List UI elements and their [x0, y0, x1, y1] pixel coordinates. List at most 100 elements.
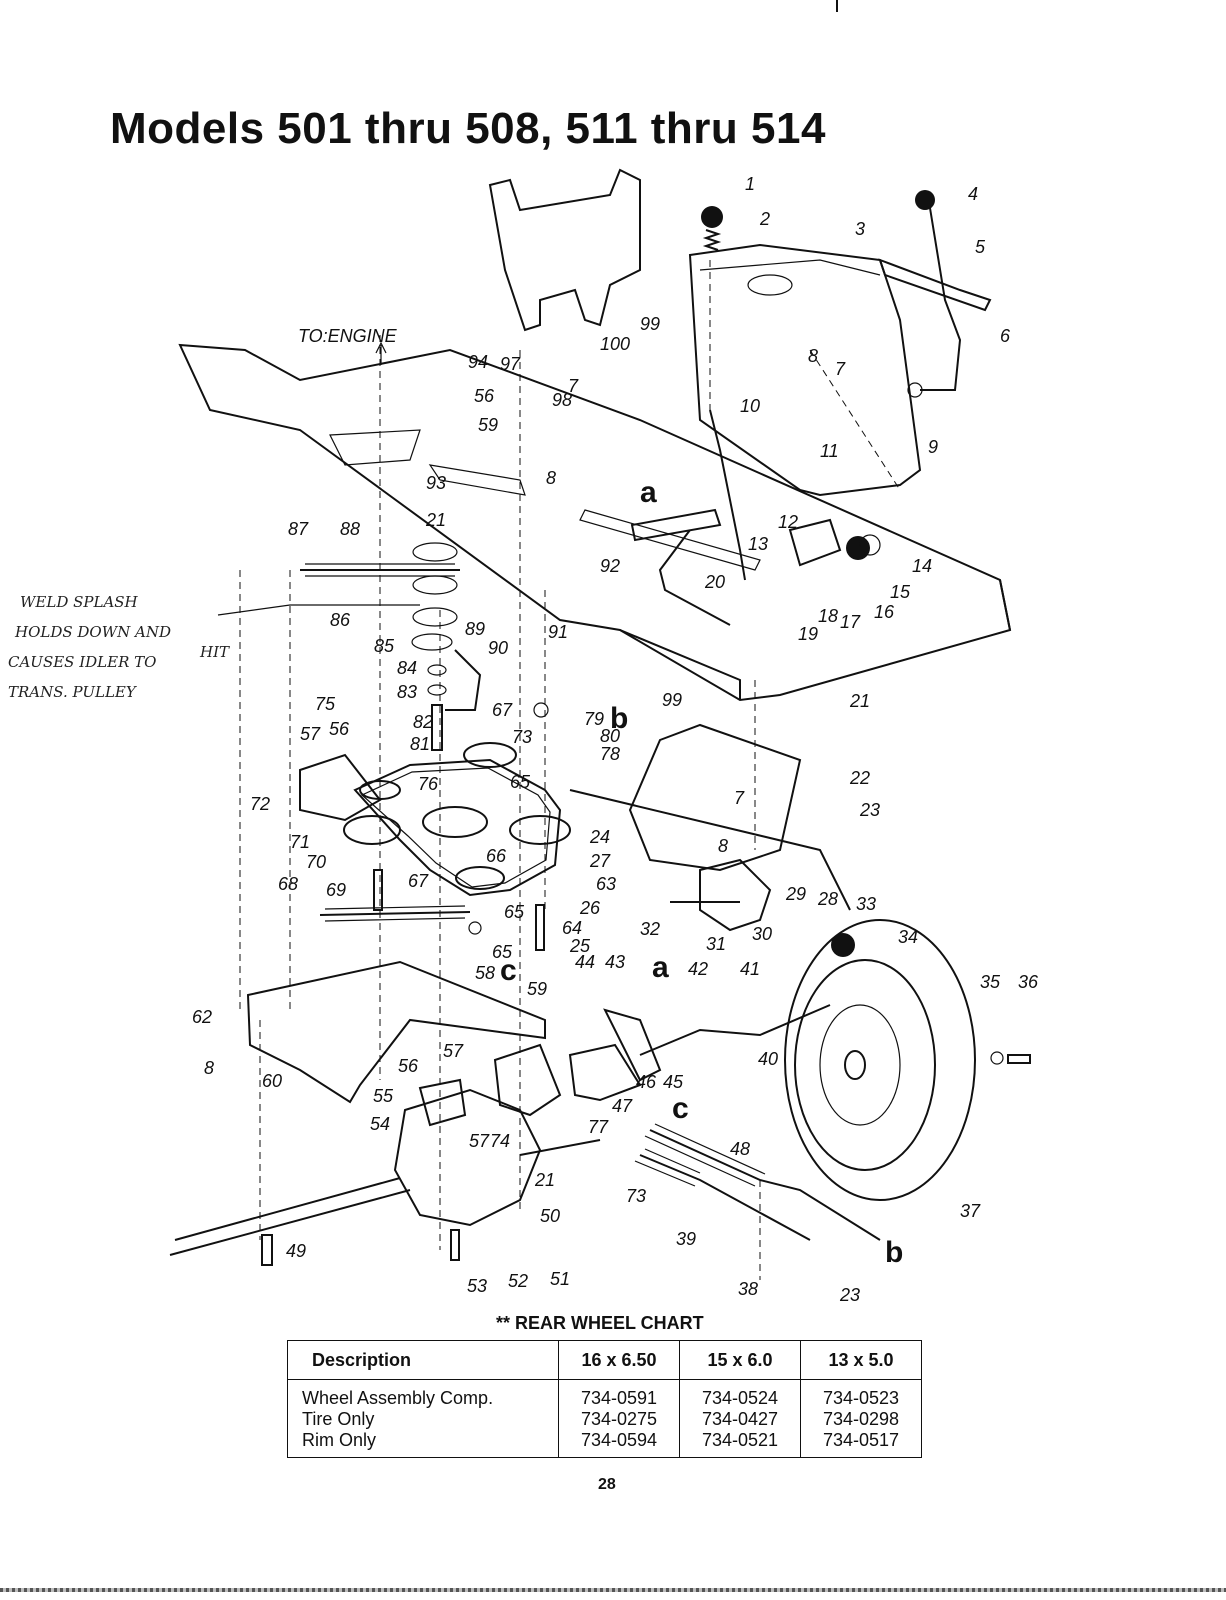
lower-frame-62 [246, 960, 546, 1104]
callout-81: 81 [410, 734, 430, 754]
parts-diagram: TO:ENGINE 1 2 3 4 5 6 7 8 9 10 11 12 13 … [0, 150, 1226, 1320]
bracket-22 [628, 723, 802, 872]
callout-82: 82 [413, 712, 433, 732]
callout-56b: 56 [474, 386, 495, 406]
callout-90: 90 [488, 638, 508, 658]
callout-21c: 21 [534, 1170, 555, 1190]
rod-10 [709, 409, 746, 581]
washer-9 [907, 382, 923, 398]
engine-label: TO:ENGINE [298, 326, 398, 346]
frame-slot-3 [579, 509, 761, 571]
callout-73a: 73 [512, 727, 532, 747]
seat-bracket [488, 168, 641, 332]
callout-20: 20 [704, 572, 725, 592]
bracket-45 [568, 1043, 642, 1102]
row-rim-only: Rim Only [302, 1430, 377, 1450]
pulley-73 [463, 742, 517, 768]
callout-7c: 7 [734, 788, 745, 808]
callout-76: 76 [418, 774, 439, 794]
callout-69: 69 [326, 880, 346, 900]
sleeve-82 [431, 704, 443, 751]
callout-2: 2 [759, 209, 770, 229]
callout-5: 5 [975, 237, 986, 257]
callout-39: 39 [676, 1229, 696, 1249]
header-size-16x650: 16 x 6.50 [558, 1340, 680, 1380]
ref-letter-a2: a [652, 951, 669, 984]
pulley-disc-85 [411, 633, 453, 651]
pulley-24 [509, 815, 571, 845]
callout-83: 83 [397, 682, 417, 702]
pedal-arm [658, 529, 731, 626]
callout-98: 98 [552, 390, 572, 410]
plate-72 [299, 753, 382, 822]
rear-tire [784, 919, 976, 1201]
shift-rod-41 [639, 1004, 831, 1056]
callout-19: 19 [798, 624, 818, 644]
callout-11: 11 [820, 441, 839, 461]
ref-letter-c1: c [500, 954, 517, 987]
exploded-view-svg: TO:ENGINE 1 2 3 4 5 6 7 8 9 10 11 12 13 … [8, 168, 1039, 1305]
page-number: 28 [598, 1476, 616, 1493]
brake-rod-23 [569, 789, 851, 911]
callout-21a: 21 [425, 510, 446, 530]
drive-belt-inner [360, 767, 551, 888]
pulley-66 [422, 806, 488, 838]
pulley-71 [343, 815, 401, 845]
callout-49: 49 [286, 1241, 306, 1261]
callout-8d: 8 [204, 1058, 214, 1078]
callout-50: 50 [540, 1206, 560, 1226]
rear-wheel-chart: Description 16 x 6.50 15 x 6.0 13 x 5.0 … [287, 1340, 922, 1458]
callout-30: 30 [752, 924, 772, 944]
shift-lever [920, 207, 962, 391]
lever-bracket [878, 258, 992, 312]
callout-4: 4 [968, 184, 978, 204]
reference-letters: a a b b c c [500, 476, 903, 1269]
callout-15: 15 [890, 582, 911, 602]
note-line-hit: HIT [199, 643, 230, 661]
callout-88: 88 [340, 519, 360, 539]
engine-arrow [375, 341, 387, 365]
rim [819, 1004, 901, 1126]
console-body [688, 243, 922, 497]
lever-knob [915, 190, 935, 210]
column-16x650: 734-0591 734-0275 734-0594 [558, 1379, 680, 1458]
frame-deck-edge [619, 579, 1011, 700]
callout-85: 85 [374, 636, 395, 656]
callout-93: 93 [426, 473, 446, 493]
callout-68: 68 [278, 874, 298, 894]
callout-100: 100 [600, 334, 630, 354]
column-13x50: 734-0523 734-0298 734-0517 [800, 1379, 922, 1458]
drive-belt [353, 758, 562, 897]
bolt-69 [373, 869, 383, 911]
callout-94: 94 [468, 352, 488, 372]
callout-23a: 23 [859, 800, 880, 820]
brake-washer [859, 534, 881, 556]
axle-shaft [169, 1189, 411, 1256]
callout-48: 48 [730, 1139, 750, 1159]
part-number: 734-0594 [580, 1430, 658, 1450]
callout-26: 26 [579, 898, 601, 918]
bracket-74 [493, 1043, 562, 1117]
assembly-line-11 [809, 349, 901, 491]
row-tire-only: Tire Only [302, 1409, 375, 1429]
callout-75: 75 [315, 694, 336, 714]
brake-bracket [788, 518, 842, 567]
callout-79: 79 [584, 709, 604, 729]
callout-32: 32 [640, 919, 660, 939]
callout-16: 16 [874, 602, 895, 622]
column-15x60: 734-0524 734-0427 734-0521 [679, 1379, 801, 1458]
callout-60: 60 [262, 1071, 282, 1091]
callout-24: 24 [589, 827, 610, 847]
callout-34: 34 [898, 927, 918, 947]
callout-67b: 67 [408, 871, 429, 891]
callout-86: 86 [330, 610, 351, 630]
callout-1: 1 [745, 174, 755, 194]
callout-57a: 57 [300, 724, 321, 744]
callout-38: 38 [738, 1279, 758, 1299]
callout-6: 6 [1000, 326, 1011, 346]
callout-67a: 67 [492, 700, 513, 720]
callout-7b: 7 [568, 376, 579, 396]
callout-99b: 99 [662, 690, 682, 710]
rod-b [759, 1179, 881, 1241]
part-number: 734-0298 [822, 1409, 900, 1429]
